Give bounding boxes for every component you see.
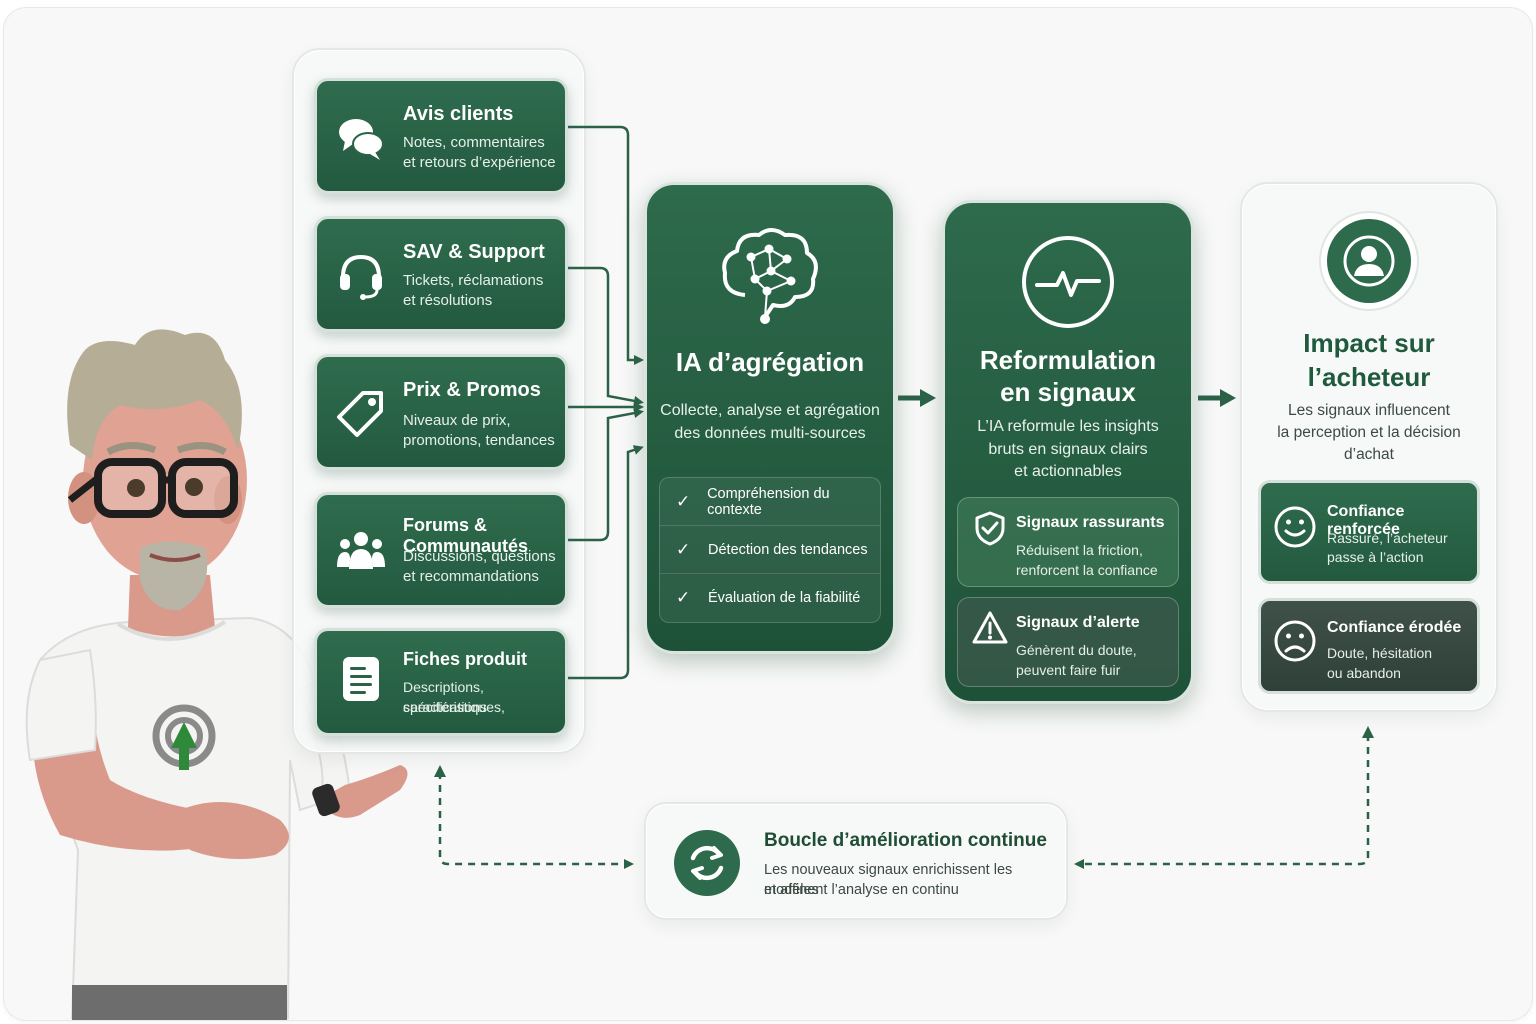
pulse-signal-icon [1022,236,1114,328]
alert-signals-desc-line2: peuvent faire fuir [1016,662,1121,678]
warning-triangle-icon [972,611,1008,644]
aggregation-desc-line2: des données multi-sources [674,425,866,442]
reformulation-desc-line3: et actionnables [1014,463,1122,480]
smiley-happy-icon [1274,506,1316,548]
source-desc-line1: Notes, commentaires [403,134,545,151]
chat-bubbles-icon [339,119,384,160]
shirt-logo-icon [152,704,216,770]
smiley-sad-icon [1274,620,1316,662]
reformulation-desc-line2: bruts en signaux clairs [988,441,1148,458]
source-desc-line2: et retours d’expérience [403,154,556,171]
aggregation-checklist: ✓Compréhension du contexte ✓Détection de… [659,477,881,623]
checklist-item: ✓Compréhension du contexte [660,478,880,526]
source-title: Avis clients [403,103,514,125]
source-desc-line2: promotions, tendances [403,432,555,449]
document-icon [343,657,379,701]
alert-signals-title: Signaux d’alerte [1016,614,1140,631]
shield-check-icon [975,511,1005,546]
source-desc-line1: Discussions, questions [403,548,556,565]
source-title: Prix & Promos [403,379,541,401]
improvement-loop-panel[interactable]: Boucle d’amélioration continue Les nouve… [644,802,1068,920]
impact-desc-line2: la perception et la décision [1277,424,1461,441]
confidence-eroded-title: Confiance érodée [1327,619,1462,636]
source-card-fiches-produit[interactable]: Fiches produit Descriptions, caractérist… [314,628,568,736]
source-desc-line1: Tickets, réclamations [403,272,544,289]
confidence-eroded-card[interactable]: Confiance érodée Doute, hésitation ou ab… [1258,598,1480,694]
alert-signals-desc-line1: Génèrent du doute, [1016,642,1137,658]
improvement-loop-title: Boucle d’amélioration continue [764,830,1047,851]
source-desc-line1: Descriptions, caractéristiques, [403,679,505,715]
source-card-avis-clients[interactable]: Avis clients Notes, commentaires et reto… [314,78,568,194]
improvement-loop-desc-line1: Les nouveaux signaux enrichissent les mo… [764,862,1013,898]
price-tag-icon [337,391,383,437]
headset-icon [340,254,382,300]
check-icon: ✓ [676,588,691,607]
source-title: Fiches produit [403,649,528,669]
reassuring-signals-card[interactable]: Signaux rassurants Réduisent la friction… [957,497,1179,587]
impact-desc-line1: Les signaux influencent [1287,402,1450,419]
reformulation-title-line2: en signaux [1000,377,1136,407]
aggregation-panel: IA d’agrégation Collecte, analyse et agr… [644,182,896,654]
confidence-reinforced-card[interactable]: Confiance renforcée Rassuré, l’acheteur … [1258,480,1480,584]
source-desc-line2: et résolutions [403,292,493,309]
confidence-eroded-desc-line1: Doute, hésitation [1327,645,1433,661]
impact-title-line1: Impact sur [1303,328,1435,358]
aggregation-title: IA d’agrégation [675,347,865,377]
confidence-reinforced-title: Confiance renforcée [1327,503,1405,538]
aggregation-desc-line1: Collecte, analyse et agrégation [660,402,880,419]
alert-signals-card[interactable]: Signaux d’alerte Génèrent du doute, peuv… [957,597,1179,687]
confidence-reinforced-desc-line2: passe à l’action [1327,549,1424,565]
reassuring-signals-desc-line2: renforcent la confiance [1016,562,1158,578]
refresh-cycle-icon [674,830,740,896]
source-card-forums[interactable]: Forums & Communautés Discussions, questi… [314,492,568,608]
check-icon: ✓ [676,491,691,511]
source-title: SAV & Support [403,241,545,263]
checklist-item: ✓Détection des tendances [660,526,880,574]
user-avatar-icon [1319,211,1419,311]
reformulation-title-line1: Reformulation [979,345,1157,375]
sources-panel: Avis clients Notes, commentaires et reto… [292,48,586,754]
impact-title-line2: l’acheteur [1307,362,1431,392]
impact-panel: Impact sur l’acheteur Les signaux influe… [1240,182,1498,712]
ai-brain-icon [722,228,818,324]
community-icon [337,532,385,569]
reassuring-signals-desc-line1: Réduisent la friction, [1016,542,1143,558]
reformulation-desc-line1: L’IA reformule les insights [977,418,1159,435]
checklist-item: ✓Évaluation de la fiabilité [676,588,861,607]
reformulation-panel: Reformulation en signaux L’IA reformule … [942,200,1194,704]
source-desc-line2: et recommandations [403,568,539,585]
impact-desc-line3: d’achat [1344,446,1394,463]
reassuring-signals-title: Signaux rassurants [1016,514,1165,531]
improvement-loop-desc-line2: et affinent l’analyse en continu [764,882,959,898]
source-title: Forums & Communautés [403,515,529,556]
confidence-eroded-desc-line2: ou abandon [1327,665,1401,681]
source-card-sav-support[interactable]: SAV & Support Tickets, réclamations et r… [314,216,568,332]
check-icon: ✓ [676,539,691,559]
source-card-prix-promos[interactable]: Prix & Promos Niveaux de prix, promotion… [314,354,568,470]
source-desc-line1: Niveaux de prix, [403,412,511,429]
confidence-reinforced-desc-line1: Rassuré, l’acheteur [1327,530,1448,546]
source-desc-line2: spécifications [403,699,488,715]
